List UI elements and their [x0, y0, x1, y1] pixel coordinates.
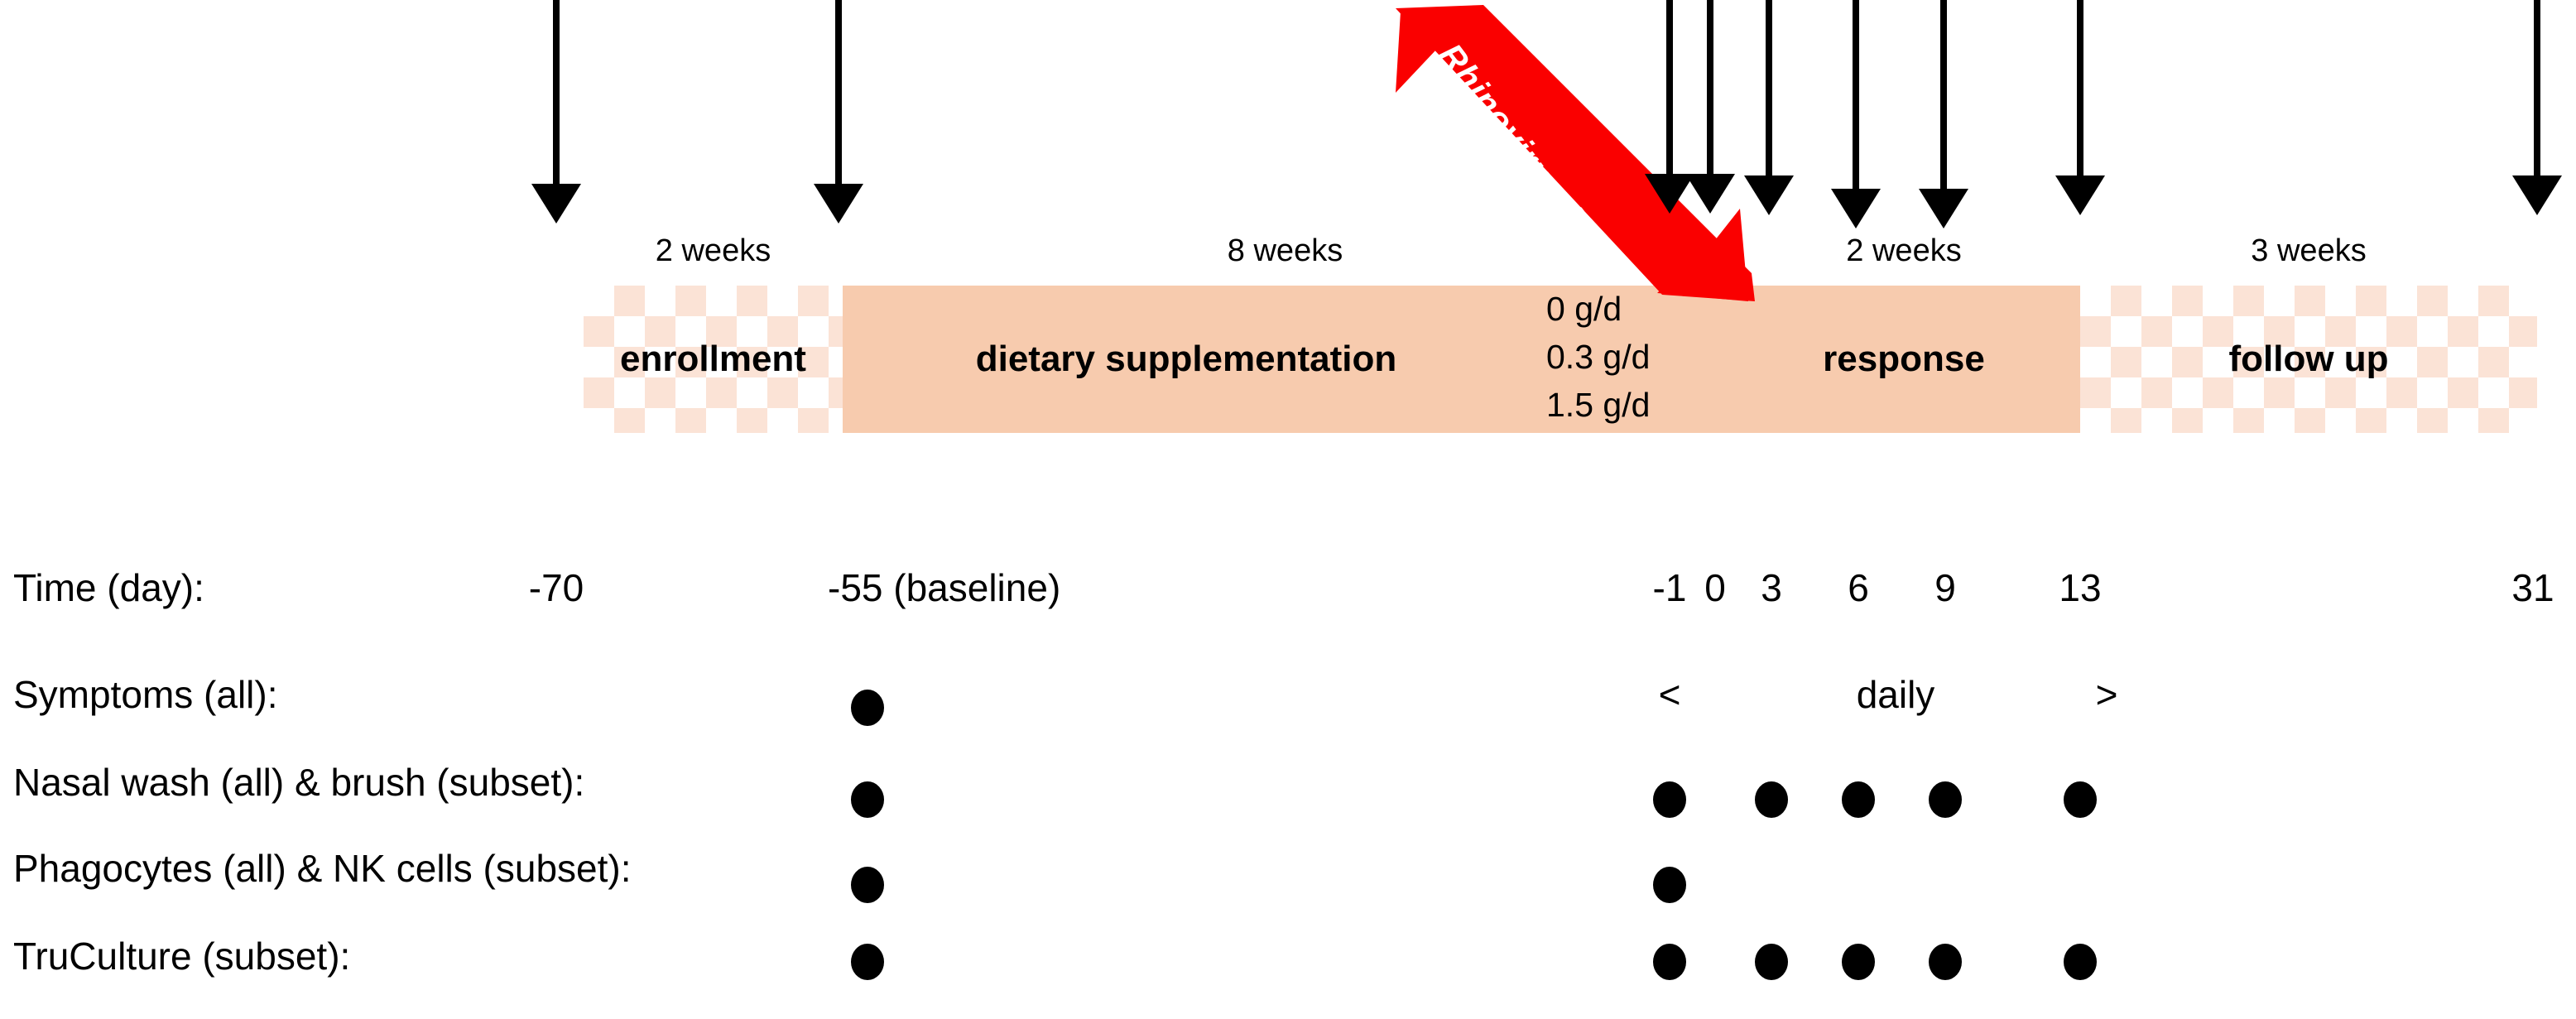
dot-truculture-day-13 [2064, 944, 2097, 980]
dot-nasal-wash-day--1 [1653, 781, 1686, 818]
dot-truculture-day--1 [1653, 944, 1686, 980]
label-response: response [1823, 339, 1985, 379]
dot-nasal-wash-day-13 [2064, 781, 2097, 818]
time-value-day-31: 31 [2511, 566, 2554, 609]
row-label-symptoms: Symptoms (all): [13, 673, 278, 716]
dot-nasal-wash-day--55 [851, 781, 884, 818]
time-value-day-13: 13 [2059, 566, 2102, 609]
time-value-day--55: -55 (baseline) [828, 566, 1061, 609]
duration-response: 2 weeks [1846, 233, 1962, 268]
duration-dietary-supplementation: 8 weeks [1227, 233, 1343, 268]
symptoms-bracket-close: > [2095, 673, 2118, 716]
row-label-phagocytes-nk-cells: Phagocytes (all) & NK cells (subset): [13, 847, 632, 890]
dot-nasal-wash-day-9 [1929, 781, 1962, 818]
dot-phagocytes-day--1 [1653, 867, 1686, 903]
time-value-day--1: -1 [1652, 566, 1687, 609]
band-follow-up [2080, 286, 2537, 433]
dot-phagocytes-day--55 [851, 867, 884, 903]
band-enrollment [584, 286, 843, 433]
dose-1: 0.3 g/d [1546, 338, 1651, 377]
time-value-day-0: 0 [1704, 566, 1726, 609]
duration-enrollment: 2 weeks [655, 233, 771, 268]
symptoms-bracket-open: < [1658, 673, 1681, 716]
dose-0: 0 g/d [1546, 290, 1622, 328]
symptoms-frequency-daily: daily [1856, 673, 1935, 716]
dot-symptoms-day--55 [851, 690, 884, 726]
rhinovirus-arrow-icon [1384, 0, 1781, 301]
dot-truculture-day--55 [851, 944, 884, 980]
dot-nasal-wash-day-3 [1755, 781, 1788, 818]
time-axis-title: Time (day): [13, 566, 204, 609]
label-follow-up: follow up [2228, 339, 2389, 379]
label-dietary-supplementation: dietary supplementation [975, 339, 1397, 379]
dot-truculture-day-3 [1755, 944, 1788, 980]
band-dietary-supplementation [843, 286, 1728, 433]
time-value-day-3: 3 [1761, 566, 1782, 609]
row-label-truculture: TruCulture (subset): [13, 935, 351, 978]
dose-list: 0 g/d 0.3 g/d 1.5 g/d [1546, 285, 1650, 430]
time-value-day-9: 9 [1934, 566, 1956, 609]
duration-follow-up: 3 weeks [2251, 233, 2367, 268]
dot-truculture-day-6 [1842, 944, 1875, 980]
band-response [1728, 286, 2080, 433]
row-label-nasal-wash-brush: Nasal wash (all) & brush (subset): [13, 761, 585, 804]
dot-nasal-wash-day-6 [1842, 781, 1875, 818]
dose-2: 1.5 g/d [1546, 386, 1651, 425]
time-value-day--70: -70 [528, 566, 584, 609]
time-value-day-6: 6 [1848, 566, 1869, 609]
label-enrollment: enrollment [620, 339, 806, 379]
dot-truculture-day-9 [1929, 944, 1962, 980]
